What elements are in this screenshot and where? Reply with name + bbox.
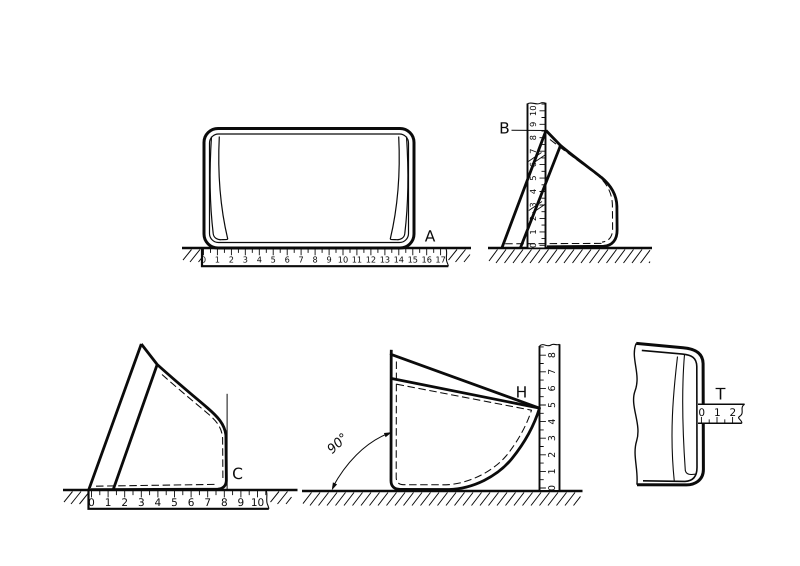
ruler-a-number: 17	[435, 255, 445, 265]
bag-a-left-gusset	[209, 136, 229, 241]
ruler-a-number: 8	[312, 255, 317, 265]
ruler-a-number: 14	[394, 255, 404, 265]
ruler-h-number: 4	[547, 419, 558, 425]
ruler-b-number: 0	[528, 243, 538, 248]
ruler-a-number: 4	[257, 255, 262, 265]
label-c: C	[232, 465, 243, 483]
ruler-h-face	[540, 345, 559, 490]
ruler-h-number: 1	[547, 468, 558, 474]
ruler-a-number: 10	[338, 255, 348, 265]
bag-c-bottom-dashed	[93, 483, 215, 487]
ruler-a-end-cut	[445, 248, 449, 267]
ruler-a-number: 13	[380, 255, 390, 265]
bag-c-front-edges	[87, 343, 159, 491]
ruler-a-number: 11	[352, 255, 362, 265]
ruler-c-number: 0	[88, 497, 95, 509]
label-t: T	[715, 384, 726, 403]
ruler-t-number: 2	[730, 407, 737, 419]
ruler-a-number: 6	[285, 255, 290, 265]
ruler-b-number: 1	[528, 229, 538, 234]
ruler-c-number: 6	[188, 497, 195, 509]
ruler-a-number: 3	[243, 255, 248, 265]
figure-a-bag-length: 0 1 2 3 4 5 6 7 8 9 10 11 12 13 14 15 16…	[182, 127, 471, 268]
ruler-c-number: 10	[251, 497, 264, 509]
ruler-h-top-break	[539, 343, 560, 347]
ruler-a-number: 7	[298, 255, 303, 265]
figure-c-bag-width-tilted: 0 1 2 3 4 5 6 7 8 9 10 C	[63, 343, 298, 510]
ruler-b-number: 7	[528, 149, 538, 154]
ruler-t-ticks	[700, 417, 734, 424]
ruler-b-face	[528, 103, 545, 248]
ruler-a-ticks	[203, 248, 442, 256]
bag-t-break-line	[632, 343, 639, 485]
ruler-a-number: 5	[271, 255, 276, 265]
bag-a-inner-outline	[208, 133, 410, 244]
ruler-h-number: 8	[547, 352, 558, 358]
bag-t-inner-outline	[641, 349, 698, 483]
ruler-t-edges	[698, 403, 745, 424]
ruler-b-number: 10	[528, 105, 538, 116]
ruler-b-number: 4	[528, 189, 538, 194]
ruler-c-end-cut	[265, 490, 270, 509]
bag-h-flap-edge	[389, 349, 540, 410]
ruler-t-number: 1	[714, 407, 721, 419]
ruler-t-end-cut	[738, 403, 745, 424]
angle-arrow-ground	[331, 482, 338, 491]
ruler-a-number: 12	[366, 255, 376, 265]
ruler-t-face	[698, 404, 743, 423]
ruler-c-number: 7	[204, 497, 211, 509]
bag-t-gusset	[671, 354, 697, 482]
ruler-b-top-break	[527, 102, 546, 105]
bag-b-front-edges	[500, 130, 562, 249]
ruler-b-edges	[526, 102, 547, 248]
ruler-b-number: 5	[528, 175, 538, 180]
ruler-h-edges	[538, 344, 561, 491]
bag-h-flap-dashed	[396, 383, 532, 411]
label-b: B	[499, 119, 510, 137]
angle-arrow-edge	[383, 432, 392, 438]
ruler-b-number: 3	[528, 202, 538, 207]
bag-c-seam-dashed	[161, 374, 224, 480]
ruler-h-ticks	[539, 346, 546, 489]
bag-a-right-gusset	[389, 136, 409, 241]
ruler-b-number: 8	[528, 135, 538, 140]
figure-t-bag-thickness: 0 1 2 T	[632, 341, 745, 487]
ruler-a-number: 16	[421, 255, 431, 265]
ruler-c-number: 4	[155, 497, 162, 509]
bag-b-seam-dashed	[549, 139, 614, 243]
angle-arc	[332, 432, 391, 488]
bag-c-outline	[90, 343, 228, 491]
figure-h-bag-height-leaning: 0 1 2 3 4 5 6 7 8 90° H	[302, 343, 583, 506]
bag-h-outline	[389, 353, 541, 491]
ruler-a-number: 15	[408, 255, 418, 265]
label-h: H	[516, 383, 528, 401]
ruler-a-number: 1	[215, 255, 220, 265]
ruler-b-number: 9	[528, 122, 538, 127]
ruler-a-number: 0	[201, 255, 206, 265]
ruler-c-ticks	[91, 490, 267, 498]
ruler-c-number: 2	[121, 497, 128, 509]
ruler-h-number: 2	[547, 452, 558, 458]
ruler-a-number: 2	[229, 255, 234, 265]
label-a: A	[425, 228, 436, 246]
ruler-h-number: 6	[547, 385, 558, 391]
ruler-h-number: 3	[547, 435, 558, 441]
ruler-c-number: 5	[171, 497, 178, 509]
ruler-c-number: 8	[221, 497, 228, 509]
ruler-a-body	[200, 248, 449, 268]
figure-b-bag-height-standing: 0 1 2 3 4 5 6 7 8 9 10 B	[488, 102, 652, 264]
ruler-t-number: 0	[698, 407, 705, 419]
ruler-c-number: 9	[238, 497, 245, 509]
ruler-c-number: 1	[105, 497, 112, 509]
ruler-c-body	[87, 490, 269, 510]
ruler-a-number: 9	[326, 255, 331, 265]
ruler-h-number: 0	[547, 485, 558, 491]
bag-b-outline	[544, 129, 619, 249]
bag-a-outer-outline	[202, 127, 416, 250]
ruler-c-number: 3	[138, 497, 145, 509]
ruler-h-number: 5	[547, 402, 558, 408]
ruler-h-number: 7	[547, 369, 558, 375]
